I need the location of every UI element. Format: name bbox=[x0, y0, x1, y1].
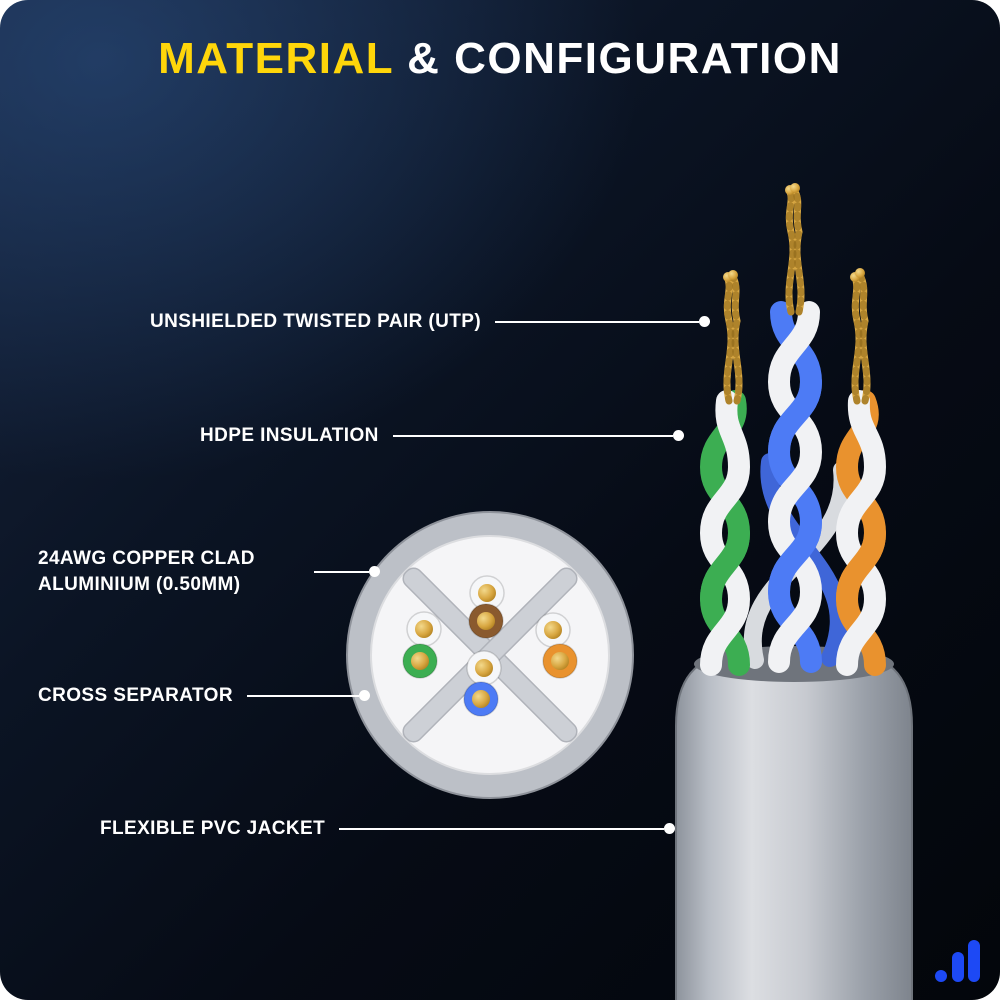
conductor-brown bbox=[468, 603, 504, 639]
brand-logo-icon bbox=[935, 940, 980, 982]
callout-label: HDPE INSULATION bbox=[200, 425, 379, 446]
twisted-pair-orange-white bbox=[835, 390, 887, 676]
callout-cross-separator: CROSS SEPARATOR bbox=[38, 683, 370, 709]
callout-hdpe-insulation: HDPE INSULATION bbox=[200, 423, 684, 449]
conductor-green bbox=[402, 643, 438, 679]
cross-section-diagram bbox=[346, 511, 634, 799]
callout-dot bbox=[664, 823, 675, 835]
callout-unshielded-twisted-pair: UNSHIELDED TWISTED PAIR (UTP) bbox=[150, 309, 710, 335]
callout-label: FLEXIBLE PVC JACKET bbox=[100, 818, 326, 839]
page-title: MATERIAL & CONFIGURATION bbox=[0, 34, 1000, 84]
title-highlight: MATERIAL bbox=[158, 34, 394, 83]
callout-label: CROSS SEPARATOR bbox=[38, 685, 233, 706]
callout-flexible-pvc-jacket: FLEXIBLE PVC JACKET bbox=[100, 816, 675, 842]
conductor-white-right bbox=[535, 612, 571, 648]
twisted-pair-blue-white bbox=[767, 301, 823, 673]
copper-tip-center bbox=[785, 183, 805, 316]
copper-tip-right bbox=[850, 268, 871, 405]
leader-line bbox=[495, 320, 699, 323]
conductor-white-bottom bbox=[466, 650, 502, 686]
callout-dot bbox=[359, 690, 370, 702]
callout-label: 24AWG COPPER CLAD ALUMINIUM (0.50MM) bbox=[38, 548, 255, 595]
title-rest: & CONFIGURATION bbox=[393, 34, 842, 83]
callout-dot bbox=[369, 566, 380, 578]
twisted-pair-green-white bbox=[699, 390, 751, 676]
copper-tip-left bbox=[723, 270, 743, 405]
callout-dot bbox=[673, 430, 684, 442]
conductor-orange bbox=[542, 643, 578, 679]
leader-line bbox=[339, 827, 664, 830]
conductor-blue bbox=[463, 681, 499, 717]
conductor-white-left bbox=[406, 611, 442, 647]
callout-copper-clad-aluminium: 24AWG COPPER CLAD ALUMINIUM (0.50MM) bbox=[38, 546, 380, 597]
callout-dot bbox=[699, 316, 710, 328]
pvc-jacket bbox=[675, 651, 913, 1000]
cable bbox=[675, 183, 913, 1000]
leader-line bbox=[246, 694, 359, 697]
callout-label: UNSHIELDED TWISTED PAIR (UTP) bbox=[150, 311, 482, 332]
leader-line bbox=[314, 570, 369, 573]
leader-line bbox=[392, 434, 673, 437]
